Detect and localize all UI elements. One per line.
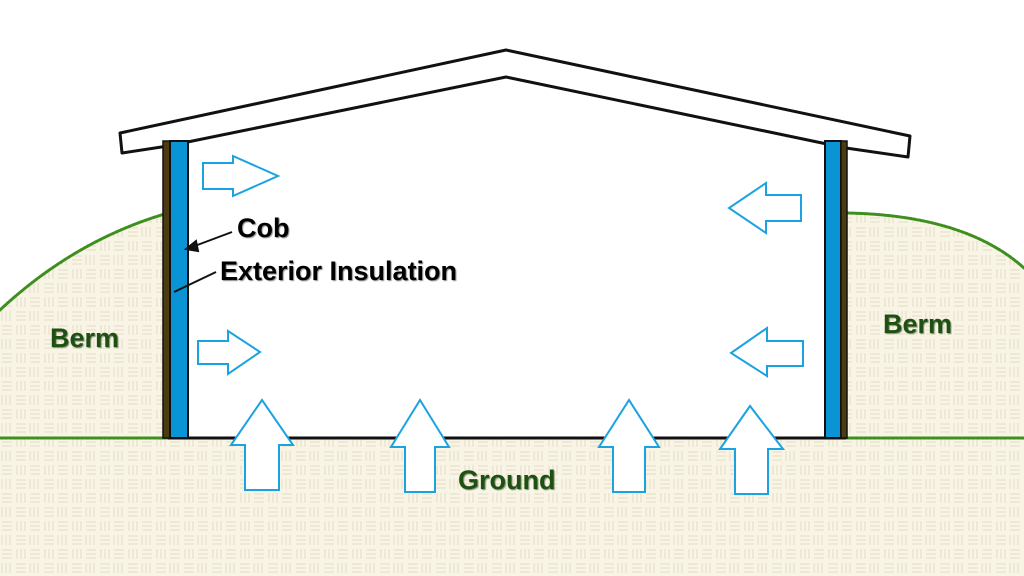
heat-arrow-right-upper: [202, 154, 281, 198]
heat-arrow-right-lower: [197, 329, 262, 376]
left-exterior-insulation: [162, 140, 171, 439]
ground-soil: [0, 438, 1024, 576]
right-berm-outline: [844, 211, 1024, 270]
left-berm-outline: [0, 211, 170, 312]
roof: [118, 48, 912, 159]
heat-arrow-up-3: [597, 398, 661, 493]
cob-label: Cob: [237, 213, 290, 243]
heat-arrow-left-upper: [727, 181, 802, 235]
right-berm-soil: [846, 213, 1024, 438]
ground-label: Ground: [458, 465, 556, 495]
left-berm-soil: [0, 213, 168, 438]
cob-leader-line: [191, 231, 233, 248]
exterior-insulation-label: Exterior Insulation: [220, 256, 458, 286]
right-berm-label: Berm: [883, 309, 953, 339]
heat-arrow-up-2: [389, 398, 451, 493]
heat-arrow-up-1: [229, 398, 295, 491]
heat-arrow-left-lower: [729, 326, 804, 378]
right-exterior-insulation: [840, 140, 848, 439]
insulation-leader-line: [173, 271, 217, 293]
right-cob-wall: [824, 140, 842, 439]
cob-leader-arrowhead: [183, 239, 200, 253]
left-berm-label: Berm: [50, 323, 120, 353]
heat-arrow-up-4: [718, 404, 786, 495]
